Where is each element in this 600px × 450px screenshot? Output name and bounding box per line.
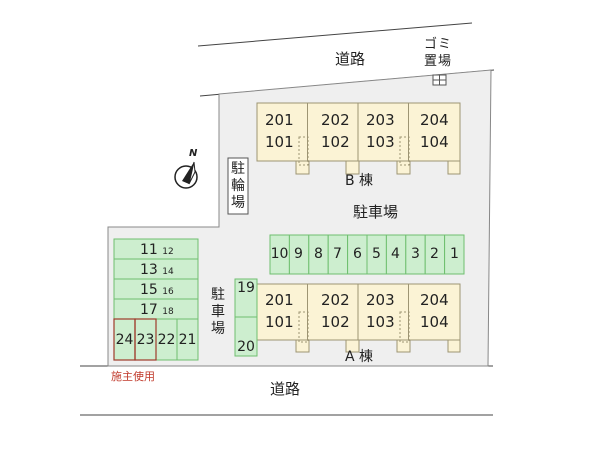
bicycle-parking-area bbox=[227, 157, 249, 215]
parking-space: 3 bbox=[411, 246, 420, 262]
owner-use-label: 施主使用 bbox=[111, 370, 155, 383]
parking-space: 21 bbox=[178, 332, 197, 348]
parking-space: 20 bbox=[237, 339, 255, 355]
parking-space: 8 bbox=[314, 246, 323, 262]
compass-icon bbox=[174, 161, 198, 189]
parking-space: 6 bbox=[353, 246, 362, 262]
road-label-top: 道路 bbox=[335, 50, 366, 68]
bicycle-parking-label: 駐 輪 場 bbox=[231, 161, 245, 211]
road-label-bottom: 道路 bbox=[270, 380, 301, 398]
owner-use-spaces bbox=[113, 318, 157, 361]
compass-north-label: N bbox=[189, 148, 198, 159]
parking-row-center bbox=[269, 234, 465, 275]
building-a-label: A 棟 bbox=[345, 349, 374, 365]
parking-space: 22 bbox=[157, 332, 176, 348]
road-line-top-upper bbox=[197, 22, 473, 47]
parking-space: 4 bbox=[391, 246, 400, 262]
parking-space: 1 bbox=[450, 246, 459, 262]
parking-label-side: 駐 車 場 bbox=[211, 287, 225, 337]
parking-block-left bbox=[113, 238, 199, 361]
parking-label-center: 駐車場 bbox=[353, 203, 399, 221]
parking-space-owner: 24 bbox=[115, 332, 134, 348]
building-a-shape bbox=[256, 283, 461, 353]
garbage-area-label: ゴミ bbox=[424, 37, 453, 52]
parking-space: 9 bbox=[294, 246, 303, 262]
parking-space-pair: 17 18 bbox=[140, 302, 174, 318]
building-b-shape bbox=[256, 102, 461, 175]
parking-space-pair: 13 14 bbox=[140, 262, 174, 278]
garbage-area-label-2: 置場 bbox=[424, 54, 453, 69]
parking-space-pair: 11 12 bbox=[140, 242, 174, 258]
parking-column-side bbox=[234, 278, 258, 357]
parking-space: 7 bbox=[333, 246, 342, 262]
parking-space: 5 bbox=[372, 246, 381, 262]
parking-space-owner: 23 bbox=[136, 332, 155, 348]
parking-space: 19 bbox=[237, 280, 255, 296]
parking-space-pair: 15 16 bbox=[140, 282, 174, 298]
parking-space: 2 bbox=[430, 246, 439, 262]
building-b-label: B 棟 bbox=[345, 173, 374, 189]
parking-space: 10 bbox=[270, 246, 289, 262]
